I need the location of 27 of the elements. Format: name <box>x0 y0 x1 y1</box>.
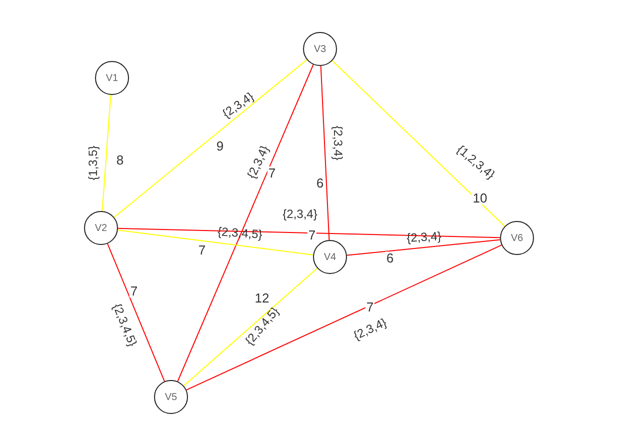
edge-label: 6 <box>315 176 325 190</box>
edge-line <box>107 243 165 382</box>
edge-label: 12 <box>254 292 270 304</box>
edge-line <box>186 244 502 390</box>
edge-label: 7 <box>267 166 277 180</box>
edge-label: 7 <box>307 228 317 242</box>
edge-label: 10 <box>472 192 488 204</box>
edge-line <box>177 64 314 382</box>
edge-label: 7 <box>365 300 375 314</box>
edge-line <box>320 65 330 241</box>
edge-label: 8 <box>115 154 125 166</box>
set-label: {2,3,4} <box>406 230 442 244</box>
edge-line <box>114 59 308 218</box>
edge-line <box>332 60 506 227</box>
set-label: {2,3,4} <box>282 208 318 220</box>
edge-line <box>346 239 501 256</box>
edge-line <box>117 230 314 256</box>
edge-line <box>102 94 112 212</box>
edge-label: 6 <box>385 252 395 264</box>
set-label: {1,3,5} <box>87 146 99 180</box>
edge-line <box>118 228 500 238</box>
set-label: {2,3,4,5} <box>217 225 263 241</box>
edge-label: 7 <box>129 284 139 298</box>
set-label: {2,3,4} <box>332 126 344 160</box>
edge-label: 7 <box>197 244 207 256</box>
edge-label: 9 <box>215 140 225 152</box>
edge-line <box>183 268 318 386</box>
